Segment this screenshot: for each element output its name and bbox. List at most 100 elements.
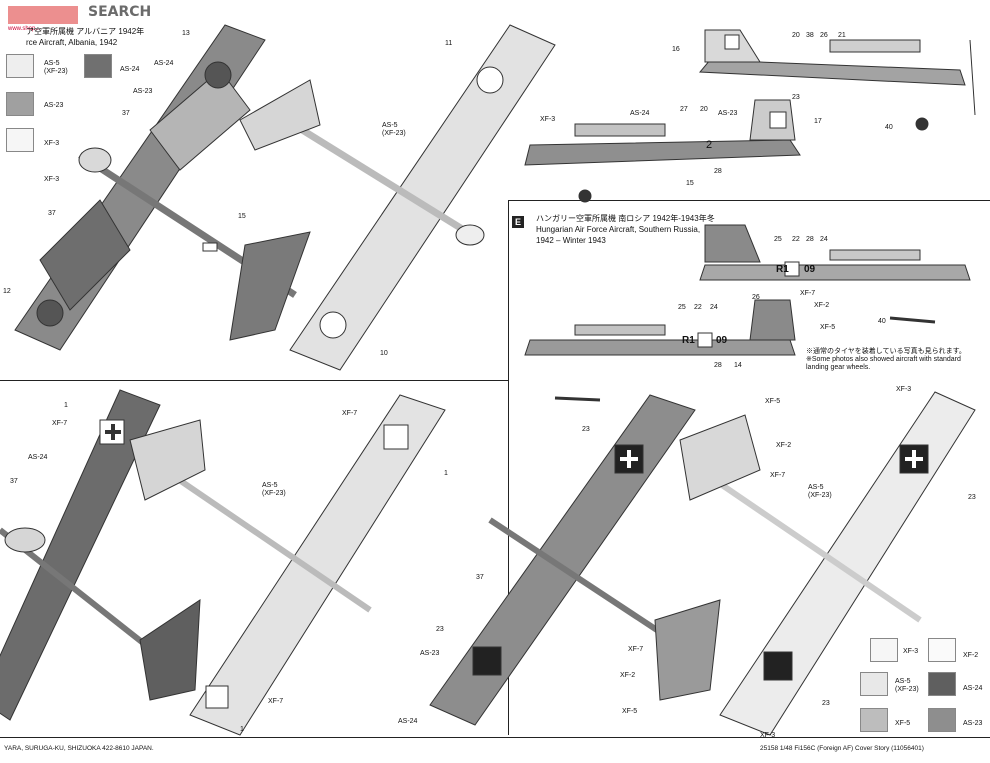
marking-number-2: 2 bbox=[706, 139, 713, 151]
watermark-site: www.shop... bbox=[8, 26, 41, 32]
callout-xf2-e2: XF-2 bbox=[620, 672, 636, 679]
swatch-as24-label: AS-24 bbox=[120, 66, 140, 73]
callout-26: 26 bbox=[820, 32, 828, 39]
swatch-br-as5-sub: (XF-23) bbox=[895, 686, 919, 693]
watermark-logo-icon bbox=[8, 6, 78, 24]
callout-xf7-a: XF-7 bbox=[52, 420, 68, 427]
callout-xf3-e2: XF-3 bbox=[760, 732, 776, 739]
plane-e-bottom bbox=[679, 391, 976, 736]
cross-insignia-icon bbox=[620, 450, 638, 468]
marking-09-b: 09 bbox=[716, 335, 728, 346]
plane-e-side-2 bbox=[524, 299, 796, 402]
callout-37-d2: 37 bbox=[48, 210, 56, 217]
plane-d-top-wing bbox=[14, 24, 266, 351]
callout-as5-e: AS-5 bbox=[808, 484, 824, 491]
swatch-br-as24-label: AS-24 bbox=[963, 685, 983, 692]
callout-22-e2: 22 bbox=[694, 304, 702, 311]
section-e-badge: E bbox=[512, 216, 524, 228]
plane-d-bottom-fuselage bbox=[239, 79, 485, 246]
swatch-xf3-label: XF-3 bbox=[44, 140, 60, 147]
cross-insignia-icon bbox=[905, 450, 923, 468]
footer-product-info: 25158 1/48 Fi156C (Foreign AF) Cover Sto… bbox=[760, 745, 924, 752]
swatch-br-xf3-label: XF-3 bbox=[903, 648, 919, 655]
callout-23-e1: 23 bbox=[582, 426, 590, 433]
callout-xf7-c: XF-7 bbox=[268, 698, 284, 705]
callout-as24-d: AS-24 bbox=[154, 60, 174, 67]
callout-23-d: 23 bbox=[792, 94, 800, 101]
callout-as5-d: AS-5 bbox=[382, 122, 398, 129]
marking-r1-b: R1 bbox=[682, 335, 695, 346]
divider-center-vertical bbox=[508, 380, 509, 735]
callout-22-e: 22 bbox=[792, 236, 800, 243]
swatch-br-xf2 bbox=[928, 638, 956, 662]
plane-c-top bbox=[0, 389, 201, 721]
swatch-as23-label: AS-23 bbox=[44, 102, 64, 109]
watermark-brand: SEARCH bbox=[88, 4, 152, 20]
swatch-br-xf5 bbox=[860, 708, 888, 732]
callout-17: 17 bbox=[814, 118, 822, 125]
divider-right-horizontal bbox=[508, 200, 990, 201]
section-e-title-jp: ハンガリー空軍所属機 南ロシア 1942年-1943年冬 bbox=[536, 214, 715, 223]
marking-09-a: 09 bbox=[804, 264, 816, 275]
callout-xf2-e3: XF-2 bbox=[776, 442, 792, 449]
section-e-title-en-2: 1942 – Winter 1943 bbox=[536, 236, 606, 245]
callout-20: 20 bbox=[792, 32, 800, 39]
callout-xf7-b: XF-7 bbox=[342, 410, 358, 417]
callout-13: 13 bbox=[182, 30, 190, 37]
swatch-br-as24 bbox=[928, 672, 956, 696]
callout-xf3-d: XF-3 bbox=[44, 176, 60, 183]
callout-20-b: 20 bbox=[700, 106, 708, 113]
swatch-br-as5 bbox=[860, 672, 888, 696]
callout-23-e3: 23 bbox=[968, 494, 976, 501]
callout-37-d: 37 bbox=[122, 110, 130, 117]
callout-as24-a: AS-24 bbox=[28, 454, 48, 461]
callout-23-e4: 23 bbox=[822, 700, 830, 707]
callout-40-d: 40 bbox=[885, 124, 893, 131]
callout-12: 12 bbox=[3, 288, 11, 295]
callout-xf7-e2: XF-7 bbox=[628, 646, 644, 653]
callout-24-e: 24 bbox=[820, 236, 828, 243]
callout-28-e2: 28 bbox=[714, 362, 722, 369]
swatch-br-xf5-label: XF-5 bbox=[895, 720, 911, 727]
callout-xf5-e2: XF-5 bbox=[622, 708, 638, 715]
callout-28-side: 28 bbox=[714, 168, 722, 175]
divider-vertical bbox=[508, 200, 509, 380]
swatch-br-as5-label: AS-5 bbox=[895, 678, 911, 685]
plane-e-side-1 bbox=[699, 224, 971, 324]
callout-as5-b-sub: (XF-23) bbox=[262, 490, 286, 497]
callout-14: 14 bbox=[734, 362, 742, 369]
plane-e-top bbox=[429, 394, 721, 726]
callout-37-e: 37 bbox=[476, 574, 484, 581]
swatch-as5 bbox=[6, 54, 34, 78]
callout-as23-side: AS-23 bbox=[718, 110, 738, 117]
callout-xf7-e3: XF-7 bbox=[770, 472, 786, 479]
callout-xf5-e3: XF-5 bbox=[765, 398, 781, 405]
plane-d-bottom-wing bbox=[289, 24, 556, 371]
plane-d-side-2 bbox=[524, 99, 801, 203]
callout-25-e: 25 bbox=[774, 236, 782, 243]
section-e-title-en-1: Hungarian Air Force Aircraft, Southern R… bbox=[536, 225, 701, 234]
callout-xf3-e: XF-3 bbox=[896, 386, 912, 393]
callout-23-e2: 23 bbox=[436, 626, 444, 633]
plane-c-bottom bbox=[129, 394, 446, 736]
callout-as24-side: AS-24 bbox=[630, 110, 650, 117]
callout-16: 16 bbox=[672, 46, 680, 53]
callout-1-c: 1 bbox=[240, 726, 244, 733]
callout-15-d: 15 bbox=[238, 213, 246, 220]
callout-xf3-side: XF-3 bbox=[540, 116, 556, 123]
swatch-br-as23-label: AS-23 bbox=[963, 720, 983, 727]
callout-as23-d: AS-23 bbox=[133, 88, 153, 95]
callout-xf2-e: XF-2 bbox=[814, 302, 830, 309]
swatch-br-xf3 bbox=[870, 638, 898, 662]
callout-25-e2: 25 bbox=[678, 304, 686, 311]
callout-37-a: 37 bbox=[10, 478, 18, 485]
callout-as24-e: AS-24 bbox=[398, 718, 418, 725]
callout-28-e: 28 bbox=[806, 236, 814, 243]
callout-27: 27 bbox=[680, 106, 688, 113]
section-d-title-en: rce Aircraft, Albania, 1942 bbox=[26, 38, 118, 47]
marking-r1-a: R1 bbox=[776, 264, 789, 275]
callout-as5-d-sub: (XF-23) bbox=[382, 130, 406, 137]
callout-1-b: 1 bbox=[444, 470, 448, 477]
callout-as5-e-sub: (XF-23) bbox=[808, 492, 832, 499]
callout-40-e: 40 bbox=[878, 318, 886, 325]
